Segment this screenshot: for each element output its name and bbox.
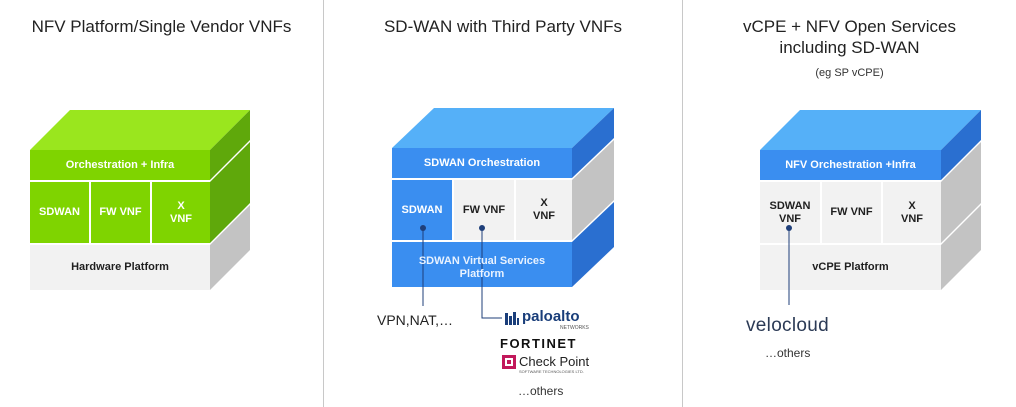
panel-vcpe-nfv: vCPE + NFV Open Services including SD-WA… [683, 0, 1016, 407]
stack-diagram-blue [392, 108, 614, 319]
others-text: …others [765, 346, 811, 360]
module-x-label: X VNF [533, 197, 555, 222]
platform-label: SDWAN Virtual Services Platform [418, 254, 546, 280]
module-fw-label: FW VNF [830, 206, 873, 218]
panel-title: NFV Platform/Single Vendor VNFs [31, 17, 292, 36]
paloalto-subtext: NETWORKS [560, 325, 589, 331]
module-fw-front [91, 182, 150, 243]
module-sdwan-front [392, 180, 452, 240]
module-side [941, 142, 981, 243]
orchestration-front [30, 150, 210, 180]
platform-label: vCPE Platform [812, 261, 889, 273]
orchestration-side [941, 110, 981, 180]
orchestration-side [572, 108, 614, 178]
stack-diagram-green [30, 110, 250, 290]
checkpoint-subtext: SOFTWARE TECHNOLOGIES LTD. [519, 369, 584, 374]
panel-title: vCPE + NFV Open Services including SD-WA… [742, 17, 957, 57]
orchestration-front [392, 148, 572, 178]
module-fw-label: FW VNF [462, 203, 506, 216]
module-x-front [152, 182, 210, 243]
platform-side [572, 202, 614, 287]
module-fw-label: FW VNF [99, 206, 142, 218]
paloalto-wordmark: paloalto [522, 308, 580, 325]
panel-sdwan-third-party: SD-WAN with Third Party VNFs SDWAN Orche… [324, 0, 682, 407]
orchestration-front [760, 150, 941, 180]
module-sdwan-label: SDWAN VNF [769, 199, 811, 225]
stack-diagram-vcpe [760, 110, 981, 305]
module-sdwan-front [760, 182, 820, 243]
module-sdwan-front [30, 182, 89, 243]
panel-divider-right [682, 0, 683, 407]
orchestration-label: NFV Orchestration +Infra [785, 158, 916, 171]
paloalto-icon [505, 312, 519, 325]
module-side [572, 140, 614, 240]
hardware-platform-front [30, 245, 210, 290]
callout-vpn-nat: VPN,NAT,… [377, 312, 453, 328]
module-sdwan-label: SDWAN [401, 203, 443, 216]
platform-side [941, 205, 981, 290]
module-x-front [883, 182, 941, 243]
module-fw-front [822, 182, 881, 243]
hardware-platform-label: Hardware Platform [71, 261, 169, 273]
orchestration-label: SDWAN Orchestration [423, 156, 541, 169]
connector-line-fw [481, 228, 502, 319]
module-side [210, 142, 250, 243]
velocloud-logo: velocloud [746, 315, 829, 336]
orchestration-top [30, 110, 250, 150]
others-text: …others [518, 384, 564, 398]
fortinet-logo: FORTINET [500, 336, 577, 351]
orchestration-top [760, 110, 981, 150]
orchestration-side [210, 110, 250, 180]
platform-front [760, 245, 941, 290]
checkpoint-icon [502, 355, 516, 369]
module-fw-front [454, 180, 514, 240]
panel-subtitle: (eg SP vCPE) [815, 67, 884, 79]
panel-nfv-platform: NFV Platform/Single Vendor VNFs Orchestr… [0, 0, 323, 407]
orchestration-label: Orchestration + Infra [65, 158, 175, 171]
checkpoint-wordmark: Check Point [519, 354, 590, 369]
module-x-label: X VNF [170, 199, 192, 225]
module-sdwan-label: SDWAN [39, 206, 80, 218]
hardware-platform-side [210, 205, 250, 290]
paloalto-logo: paloalto NETWORKS [504, 308, 594, 334]
checkpoint-logo: Check Point SOFTWARE TECHNOLOGIES LTD. [502, 354, 592, 376]
module-x-front [516, 180, 572, 240]
orchestration-top [392, 108, 614, 148]
module-x-label: X VNF [901, 199, 923, 225]
panel-title: SD-WAN with Third Party VNFs [383, 17, 623, 36]
panel-divider-left [323, 0, 324, 407]
